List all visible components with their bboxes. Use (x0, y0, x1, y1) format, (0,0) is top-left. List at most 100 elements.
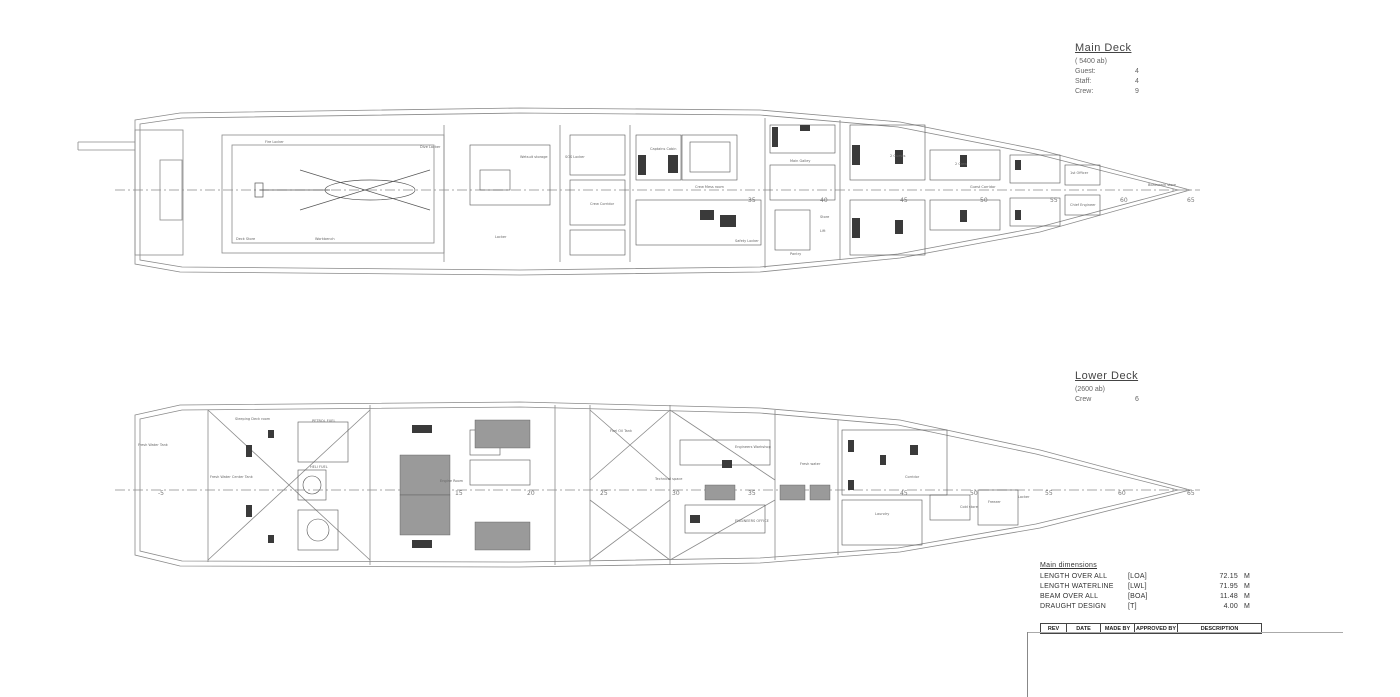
main-deck-room-labels: Captains Cabin Crew Mess room Main Galle… (236, 140, 1176, 256)
approved-by-header: APPROVED BY (1135, 624, 1178, 633)
lower-deck-stations: -5 15 20 25 30 35 45 50 55 60 65 (158, 490, 1195, 497)
svg-text:30: 30 (672, 490, 680, 497)
svg-text:15: 15 (455, 490, 463, 497)
svg-text:Freezer: Freezer (988, 500, 1001, 504)
svg-text:65: 65 (1187, 490, 1195, 497)
svg-text:45: 45 (900, 490, 908, 497)
svg-text:Store: Store (820, 215, 829, 219)
svg-text:Locker: Locker (495, 235, 507, 239)
occupancy-label: Crew: (1075, 88, 1094, 95)
lower-deck-rooms (297, 421, 1019, 551)
lower-deck-hull (115, 401, 1200, 568)
dimension-label: Draught design (1040, 602, 1107, 610)
dimension-label: Length over all (1040, 572, 1108, 580)
main-deck-rooms (469, 124, 1101, 256)
main-deck-hull (77, 107, 1200, 276)
svg-text:Safety Locker: Safety Locker (735, 239, 759, 243)
rev-header: REV (1041, 624, 1067, 633)
svg-text:60: 60 (1120, 197, 1128, 204)
made-by-header: MADE BY (1101, 624, 1135, 633)
revision-table-header: REV DATE MADE BY APPROVED BY DESCRIPTION (1040, 623, 1262, 634)
dimension-row: Draught design [T] 4.00 m (1040, 601, 1250, 611)
svg-text:60: 60 (1118, 490, 1126, 497)
dimension-unit: m (1243, 592, 1250, 600)
dimension-code: [T] (1128, 602, 1137, 610)
title-block-rule (1027, 632, 1343, 633)
main-dimensions-table: Main dimensions Length over all [LOA] 72… (1040, 562, 1250, 611)
svg-text:Dive Locker: Dive Locker (420, 145, 441, 149)
svg-text:Cold store: Cold store (960, 505, 978, 509)
occupancy-label: Crew (1075, 396, 1092, 403)
occupancy-value: 4 (1135, 78, 1139, 85)
svg-text:Pantry: Pantry (790, 252, 801, 256)
svg-text:Captains Cabin: Captains Cabin (650, 147, 676, 151)
lower-deck-room-labels: Sleeping Deck room PETROL FUEL HELI FUEL… (138, 417, 1030, 523)
svg-text:Chief Engineer: Chief Engineer (1070, 203, 1096, 207)
svg-text:20: 20 (527, 490, 535, 497)
occupancy-label: Staff: (1075, 78, 1092, 85)
svg-text:Fresh Water Center Tank: Fresh Water Center Tank (210, 475, 254, 479)
main-deck-legend: Main Deck ( 5400 ab) Guest: 4 Staff: 4 C… (1075, 42, 1139, 95)
date-header: DATE (1067, 624, 1101, 633)
occupancy-value: 4 (1135, 68, 1139, 75)
occupancy-label: Guest: (1075, 68, 1096, 75)
svg-text:Technical space: Technical space (654, 477, 682, 481)
dimension-unit: m (1243, 572, 1250, 580)
svg-text:Sleeping Deck room: Sleeping Deck room (235, 417, 271, 421)
svg-text:Guest Corridor: Guest Corridor (970, 185, 996, 189)
svg-text:40: 40 (820, 197, 828, 204)
main-deck-area: ( 5400 ab) (1075, 58, 1107, 65)
svg-text:55: 55 (1045, 490, 1053, 497)
dimension-code: [LOA] (1128, 572, 1147, 580)
helicopter-icon (254, 169, 431, 211)
svg-text:Fuel Oil Tank: Fuel Oil Tank (610, 429, 633, 433)
svg-text:-5: -5 (158, 490, 164, 497)
lower-deck-title: Lower Deck (1075, 370, 1139, 382)
main-deck-title: Main Deck (1075, 42, 1132, 54)
svg-text:Crew Mess room: Crew Mess room (695, 185, 725, 189)
description-header: DESCRIPTION (1200, 625, 1239, 632)
dimension-code: [LWL] (1128, 582, 1147, 590)
svg-text:ENGINEERS OFFICE: ENGINEERS OFFICE (735, 519, 769, 523)
dimension-code: [BOA] (1128, 592, 1148, 600)
main-dimensions-title: Main dimensions (1040, 562, 1098, 569)
lower-deck-area: (2600 ab) (1075, 386, 1105, 393)
svg-text:Corridor: Corridor (905, 475, 920, 479)
occupancy-row: Staff: 4 (1075, 78, 1139, 85)
svg-text:1st Officer: 1st Officer (1070, 171, 1089, 175)
svg-text:65: 65 (1187, 197, 1195, 204)
svg-text:Lift: Lift (820, 229, 826, 233)
title-block-border (1027, 632, 1028, 697)
dimension-value: 72.15 (1219, 572, 1238, 580)
svg-text:2 Guests: 2 Guests (890, 154, 906, 158)
svg-text:Engine Room: Engine Room (440, 479, 464, 483)
dimension-row: Beam over all [BOA] 11.48 m (1040, 591, 1250, 601)
dimension-label: Length waterline (1040, 582, 1114, 590)
svg-text:Wetsuit storage: Wetsuit storage (520, 155, 548, 159)
occupancy-row: Crew: 9 (1075, 88, 1139, 95)
dimension-value: 11.48 (1220, 592, 1238, 600)
svg-text:Fire Locker: Fire Locker (265, 140, 284, 144)
occupancy-value: 6 (1135, 396, 1139, 403)
main-deck-stations: 35 40 45 50 55 60 65 (748, 197, 1195, 204)
svg-text:50: 50 (970, 490, 978, 497)
lower-deck-legend: Lower Deck (2600 ab) Crew 6 (1075, 370, 1139, 403)
dimension-unit: m (1243, 582, 1250, 590)
dimension-row: Length over all [LOA] 72.15 m (1040, 571, 1250, 581)
svg-text:Workbench: Workbench (315, 237, 335, 241)
svg-text:Locker: Locker (1018, 495, 1030, 499)
svg-text:Deck Store: Deck Store (236, 237, 255, 241)
svg-text:55: 55 (1050, 197, 1058, 204)
dimension-row: Length waterline [LWL] 71.95 m (1040, 581, 1250, 591)
svg-text:35: 35 (748, 197, 756, 204)
lower-deck-dark-fixtures (246, 425, 918, 548)
main-deck-dark-fixtures (638, 125, 1021, 238)
svg-text:Laundry: Laundry (875, 512, 889, 516)
svg-text:2 Crew: 2 Crew (955, 162, 967, 166)
occupancy-row: Crew 6 (1075, 396, 1139, 403)
svg-text:45: 45 (900, 197, 908, 204)
dimension-label: Beam over all (1040, 592, 1099, 600)
svg-text:Boatswain store: Boatswain store (1148, 183, 1176, 187)
occupancy-value: 9 (1135, 88, 1139, 95)
svg-text:35: 35 (748, 490, 756, 497)
